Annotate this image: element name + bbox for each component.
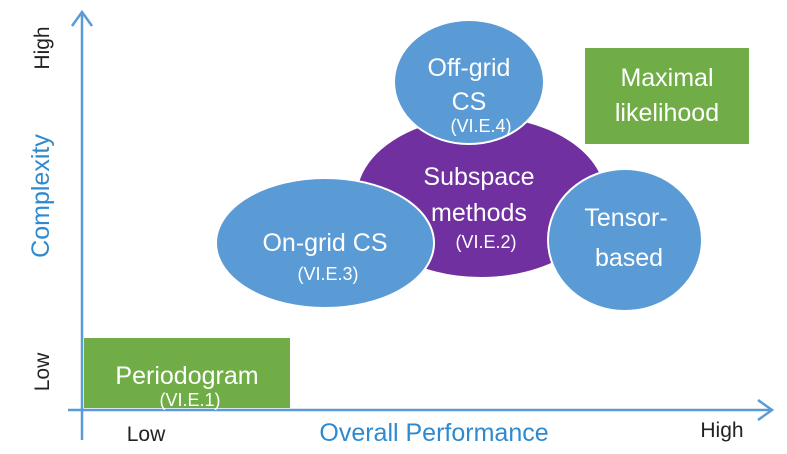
x-axis-arrowhead [757, 398, 775, 422]
off-grid-cs-line2: CS [452, 88, 487, 116]
y-axis-title: Complexity [27, 134, 55, 258]
subspace-methods-ref: (VI.E.2) [455, 232, 516, 252]
x-axis-high-label: High [700, 419, 743, 442]
on-grid-cs-ellipse [215, 177, 435, 309]
tensor-based-ellipse [547, 168, 703, 312]
x-axis-title: Overall Performance [319, 419, 548, 447]
maximal-likelihood-box [585, 48, 749, 144]
off-grid-cs-ellipse [393, 19, 545, 145]
maximal-likelihood-node: Maximal likelihood [585, 48, 749, 144]
tensor-based-line1: Tensor- [584, 204, 667, 232]
y-axis-arrowhead [70, 9, 94, 27]
maximal-likelihood-line2: likelihood [615, 99, 719, 127]
periodogram-ref: (VI.E.1) [159, 390, 220, 410]
y-axis-high-label: High [31, 26, 54, 69]
tensor-based-line2: based [595, 244, 663, 272]
tensor-based-node: Tensor- based [547, 168, 703, 312]
subspace-methods-line1: Subspace [423, 163, 534, 191]
off-grid-cs-node: Off-grid CS (VI.E.4) [393, 19, 545, 145]
subspace-methods-line2: methods [431, 199, 527, 227]
periodogram-label: Periodogram [115, 362, 258, 390]
periodogram-node: Periodogram (VI.E.1) [84, 338, 290, 410]
maximal-likelihood-line1: Maximal [620, 64, 713, 92]
x-axis-low-label: Low [127, 423, 166, 446]
on-grid-cs-node: On-grid CS (VI.E.3) [215, 177, 435, 309]
off-grid-cs-ref: (VI.E.4) [450, 116, 511, 136]
on-grid-cs-label: On-grid CS [262, 229, 387, 257]
y-axis-low-label: Low [31, 352, 54, 391]
periodogram-box [84, 338, 290, 408]
off-grid-cs-line1: Off-grid [428, 54, 511, 82]
on-grid-cs-ref: (VI.E.3) [297, 264, 358, 284]
axes [68, 9, 775, 440]
